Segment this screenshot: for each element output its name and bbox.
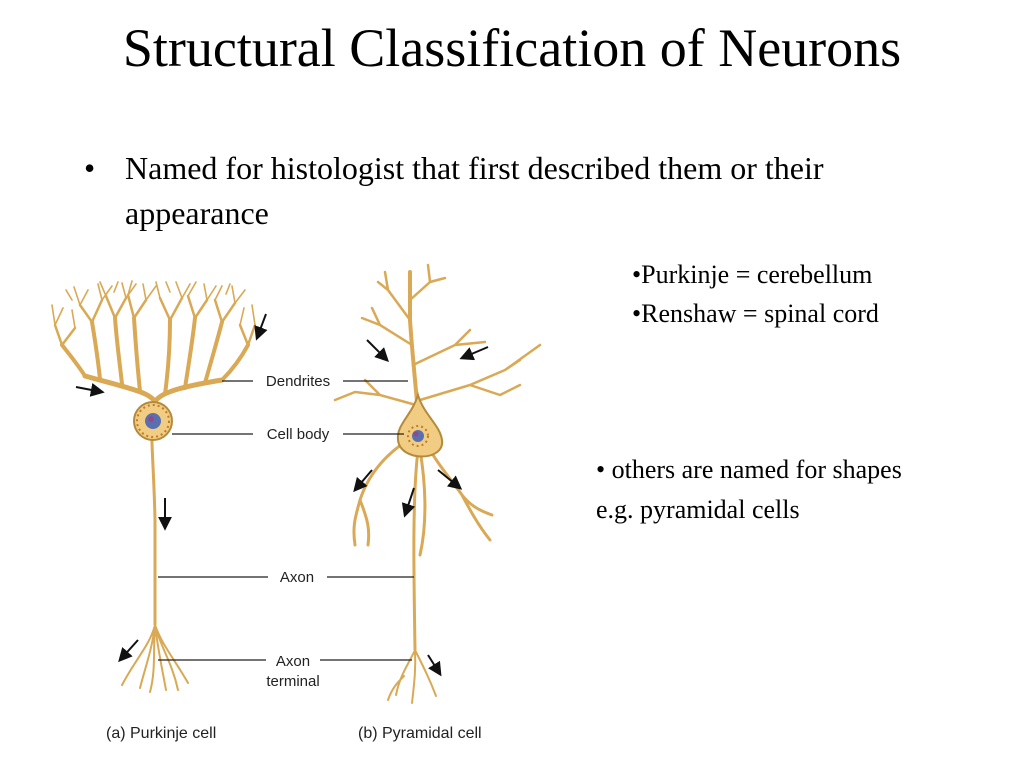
purkinje-dendritic-tree [51, 280, 257, 405]
signal-arrow [118, 639, 139, 663]
example-item-purkinje: •Purkinje = cerebellum [632, 260, 873, 289]
label-axon-terminal-line2: terminal [266, 673, 319, 690]
main-bullet-text: Named for histologist that first describ… [125, 150, 824, 231]
signal-arrow [427, 654, 442, 677]
neuron-figure: Dendrites Cell body Axon Axon terminal (… [0, 250, 600, 760]
label-axon: Axon [280, 569, 314, 586]
purkinje-axon-terminal [121, 624, 189, 693]
signal-direction-arrows [75, 313, 489, 677]
pyramidal-cell [333, 263, 542, 704]
label-cell-body: Cell body [267, 426, 330, 443]
pyramidal-dendrites [333, 263, 542, 557]
signal-arrow [437, 469, 463, 490]
label-axon-terminal-line1: Axon [276, 653, 310, 670]
shape-note: • others are named for shapes e.g. pyram… [596, 450, 902, 530]
signal-arrow [353, 469, 373, 493]
purkinje-cell [51, 280, 257, 693]
caption-pyramidal: (b) Pyramidal cell [358, 725, 482, 742]
signal-arrow [254, 313, 268, 341]
example-list: •Purkinje = cerebellum •Renshaw = spinal… [632, 255, 879, 333]
shape-note-line-2: e.g. pyramidal cells [596, 495, 800, 524]
example-item-renshaw: •Renshaw = spinal cord [632, 299, 879, 328]
slide-title: Structural Classification of Neurons [122, 18, 902, 78]
bullet-marker: • [84, 150, 96, 186]
pyramidal-axon [412, 449, 420, 651]
caption-purkinje: (a) Purkinje cell [106, 725, 216, 742]
pyramidal-cell-body [396, 391, 444, 458]
neuron-diagram: Dendrites Cell body Axon Axon terminal (… [51, 263, 542, 742]
label-dendrites: Dendrites [266, 373, 330, 390]
purkinje-cell-body [133, 401, 173, 441]
signal-arrow [401, 487, 416, 518]
signal-arrow [459, 346, 489, 361]
signal-arrow [75, 383, 105, 397]
main-bullet: • Named for histologist that first descr… [84, 146, 944, 236]
pyramidal-axon-terminal [387, 649, 437, 704]
signal-arrow [366, 339, 389, 362]
leader-lines [158, 380, 414, 661]
shape-note-line-1: • others are named for shapes [596, 455, 902, 484]
